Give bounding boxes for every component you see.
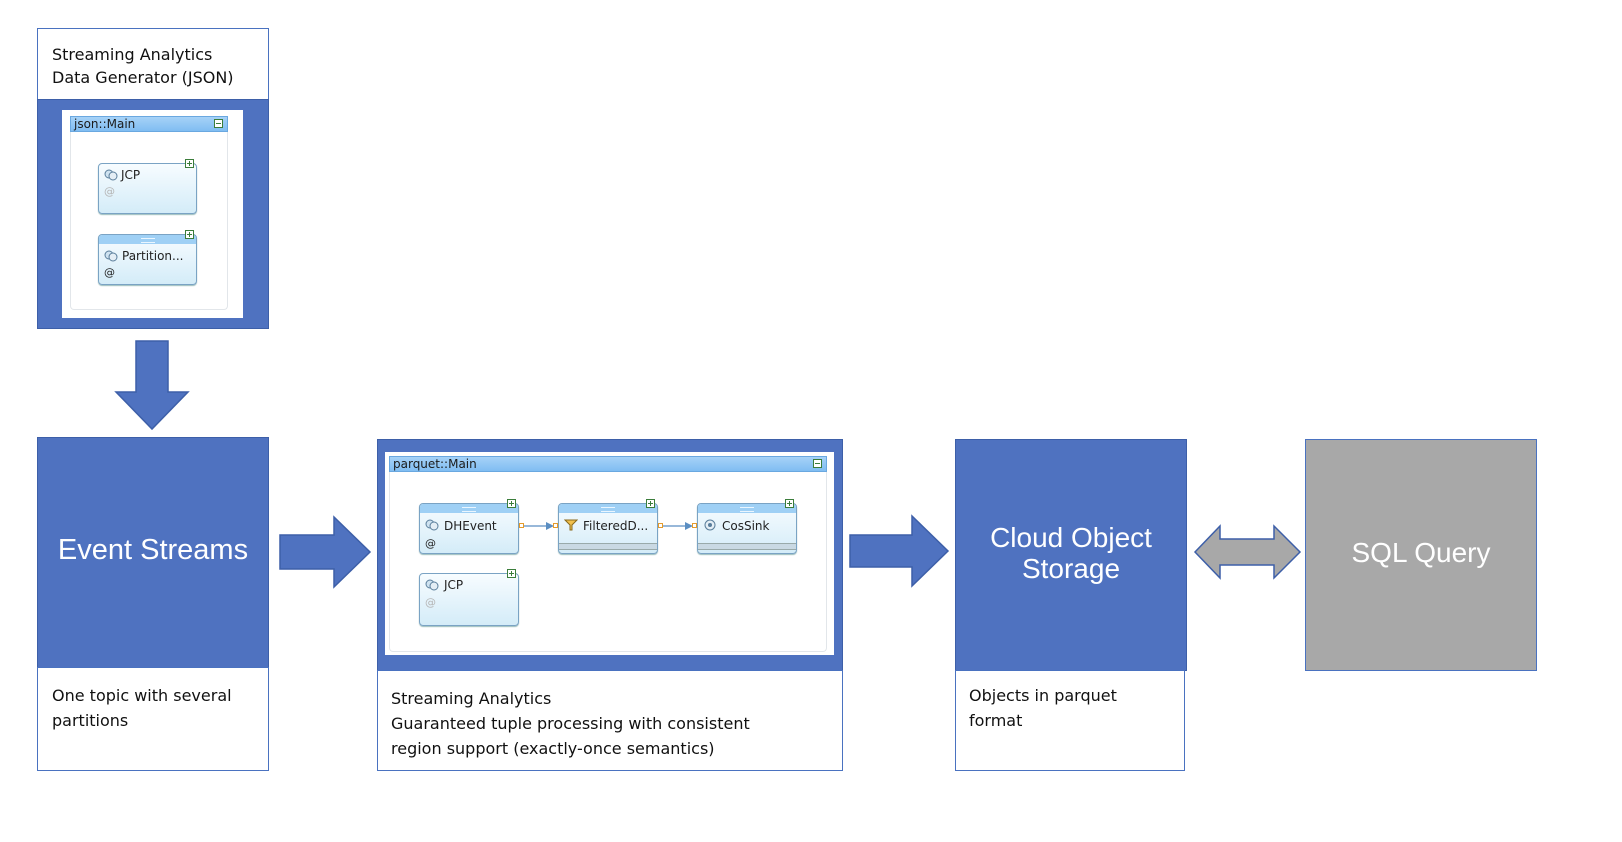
- sql-query-title: SQL Query: [1351, 537, 1491, 568]
- collapse-icon[interactable]: [214, 119, 223, 128]
- arrow-right-icon: [849, 514, 950, 588]
- operator-icon: [425, 519, 439, 531]
- event-streams-caption: One topic with several partitions: [52, 686, 232, 730]
- generator-caption-line1: Streaming Analytics: [52, 45, 213, 64]
- operator-header-bar: [420, 504, 518, 513]
- double-arrow-icon: [1193, 524, 1302, 580]
- generator-caption-box: Streaming Analytics Data Generator (JSON…: [37, 28, 269, 100]
- input-port[interactable]: [553, 523, 558, 528]
- generator-graph-title-text: json::Main: [74, 117, 136, 131]
- cos-block: [955, 439, 1187, 671]
- operator-name: JCP: [121, 168, 141, 182]
- operator-jcp[interactable]: JCP @: [98, 159, 197, 214]
- event-streams-caption-box: One topic with several partitions: [37, 667, 269, 771]
- operator-at: @: [425, 537, 436, 550]
- collapse-icon[interactable]: [813, 459, 822, 468]
- expand-icon[interactable]: [646, 499, 655, 508]
- operator-name: Partition...: [122, 249, 184, 263]
- sql-query-block: [1305, 439, 1537, 671]
- output-port[interactable]: [658, 523, 663, 528]
- operator-filtered[interactable]: FilteredD...: [558, 499, 658, 554]
- filter-icon: [564, 519, 578, 531]
- expand-icon[interactable]: [785, 499, 794, 508]
- operator-name: DHEvent: [444, 519, 497, 533]
- operator-header-bar: [559, 504, 657, 513]
- streaming-graph-title-text: parquet::Main: [393, 457, 477, 471]
- cos-caption: Objects in parquet format: [969, 686, 1117, 730]
- cos-title: Cloud Object Storage: [990, 522, 1152, 584]
- expand-icon[interactable]: [507, 499, 516, 508]
- operator-at: @: [104, 266, 115, 279]
- operator-at: @: [104, 185, 115, 198]
- operator-icon: [425, 579, 439, 591]
- generator-graph-title: json::Main: [70, 116, 228, 132]
- operator-header-bar: [698, 504, 796, 513]
- event-streams-title: Event Streams: [57, 534, 249, 566]
- generator-graph-panel: json::Main JCP @ Partition... @: [62, 110, 243, 318]
- arrow-right-icon: [279, 515, 372, 589]
- expand-icon[interactable]: [185, 230, 194, 239]
- streaming-graph-panel: parquet::Main DHEvent @ FilteredD... Cos…: [385, 452, 834, 655]
- operator-jcp[interactable]: JCP @: [419, 569, 519, 626]
- input-port[interactable]: [692, 523, 697, 528]
- operator-icon: [104, 169, 118, 181]
- operator-dhevent[interactable]: DHEvent @: [419, 499, 519, 554]
- operator-name: FilteredD...: [583, 519, 649, 533]
- streaming-caption: Streaming Analytics Guaranteed tuple pro…: [391, 689, 750, 758]
- operator-name: JCP: [444, 578, 464, 592]
- operator-name: CosSink: [722, 519, 770, 533]
- operator-stripes: [559, 543, 657, 550]
- operator-stripes: [698, 543, 796, 550]
- operator-header-bar: [99, 235, 196, 244]
- streaming-caption-box: Streaming Analytics Guaranteed tuple pro…: [377, 670, 843, 771]
- operator-cossink[interactable]: CosSink: [697, 499, 797, 554]
- streaming-graph-title: parquet::Main: [389, 456, 827, 472]
- event-streams-block: [37, 437, 269, 668]
- operator-at: @: [425, 596, 436, 609]
- sink-icon: [704, 519, 716, 531]
- operator-icon: [104, 250, 118, 262]
- expand-icon[interactable]: [507, 569, 516, 578]
- operator-partition[interactable]: Partition... @: [98, 230, 197, 285]
- output-port[interactable]: [519, 523, 524, 528]
- expand-icon[interactable]: [185, 159, 194, 168]
- stream-connector-1: [524, 522, 554, 530]
- cos-caption-box: Objects in parquet format: [955, 670, 1185, 771]
- stream-connector-2: [663, 522, 693, 530]
- arrow-down-icon: [114, 340, 190, 431]
- generator-caption-line2: Data Generator (JSON): [52, 68, 234, 87]
